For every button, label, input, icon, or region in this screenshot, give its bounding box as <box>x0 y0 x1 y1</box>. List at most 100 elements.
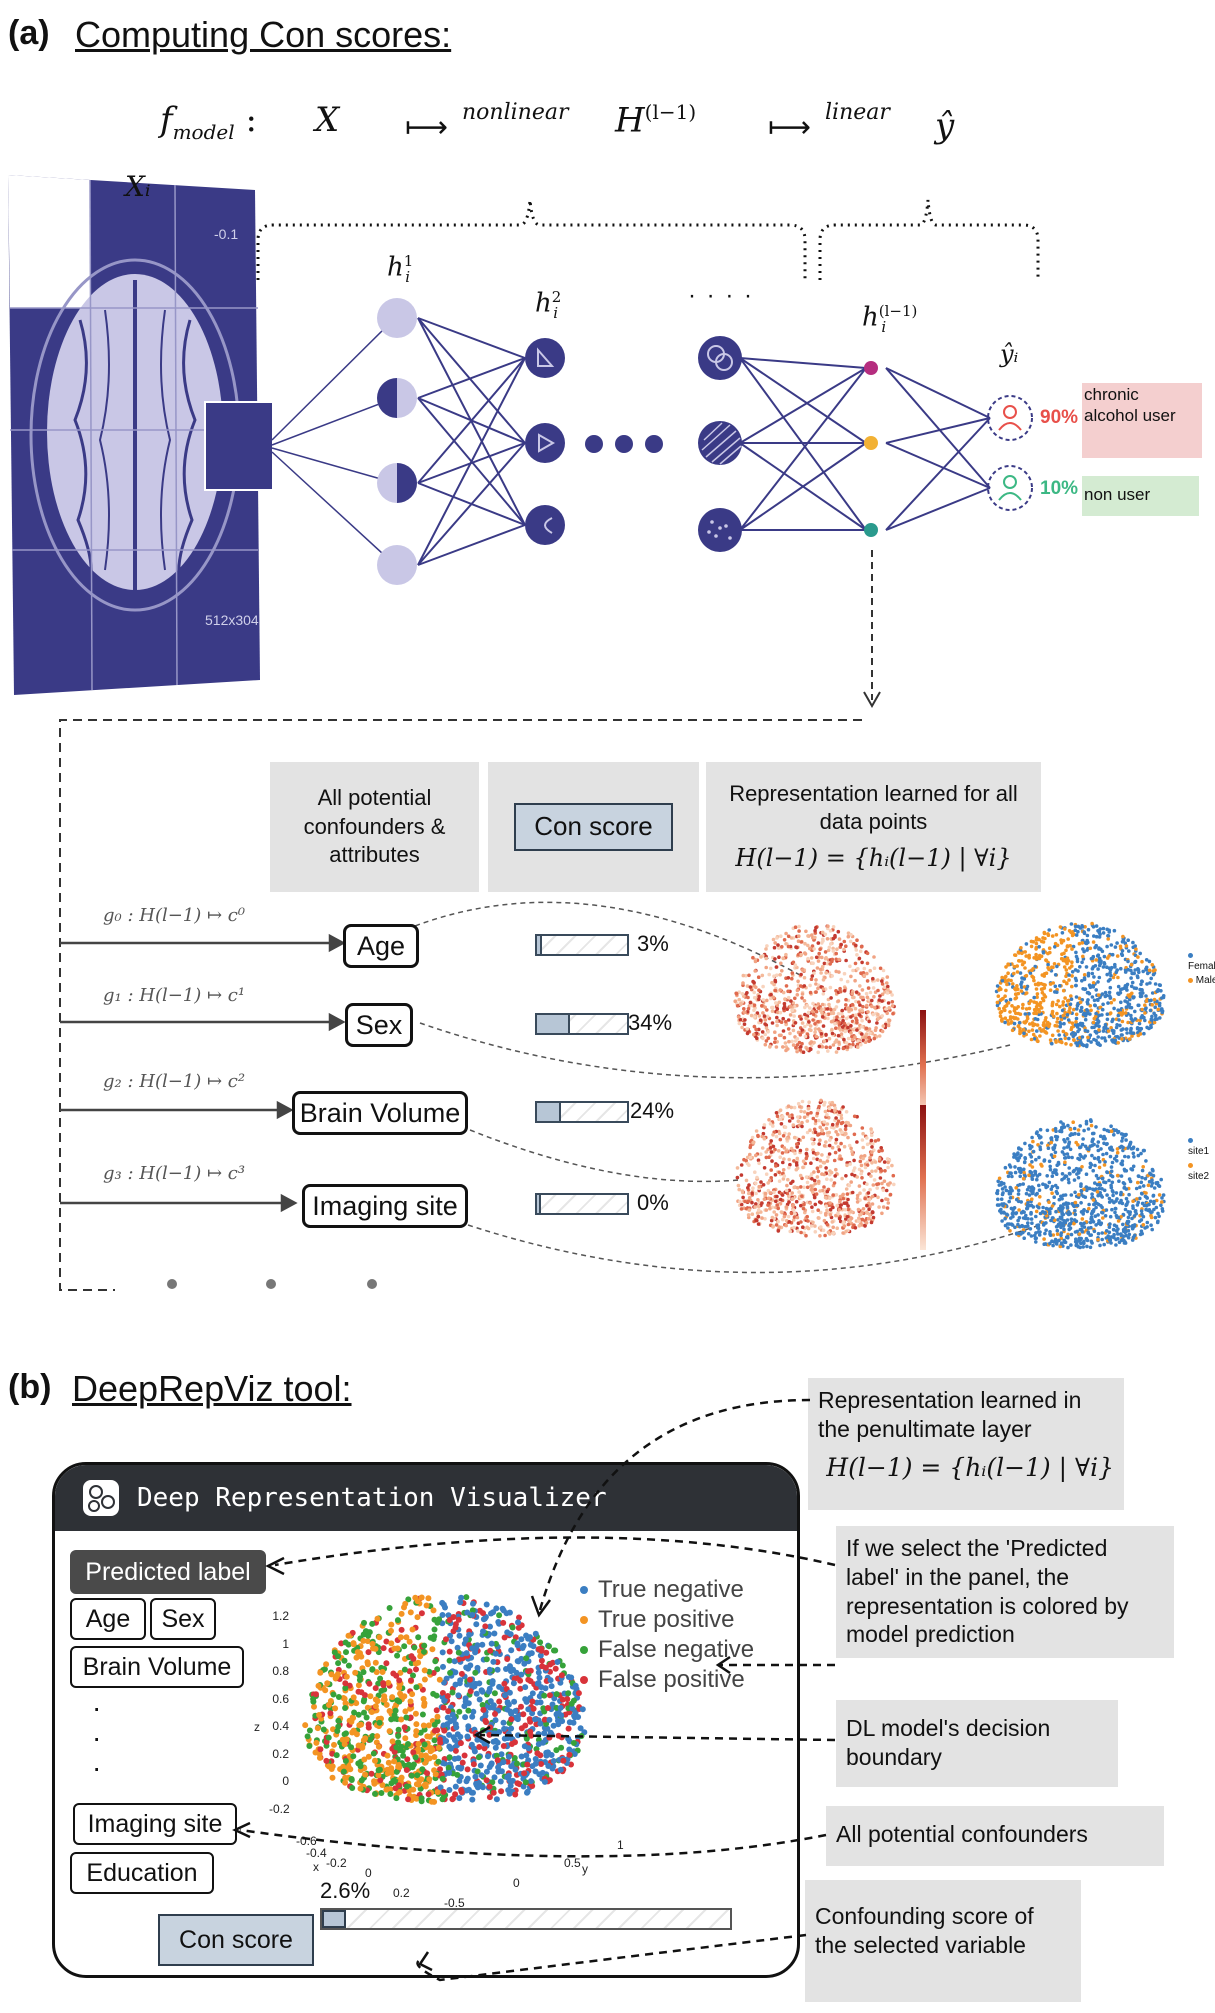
scatter-point <box>1021 1182 1025 1186</box>
sidebar-item-predicted-label[interactable]: Predicted label <box>70 1550 266 1594</box>
scatter-point <box>413 1781 420 1788</box>
scatter-point <box>1034 1240 1038 1244</box>
sidebar-item-imaging-site[interactable]: Imaging site <box>73 1803 237 1845</box>
scatter-point <box>828 929 833 933</box>
scatter-point <box>813 928 817 933</box>
scatter-point <box>1096 1018 1100 1023</box>
scatter-point <box>402 1708 409 1715</box>
scatter-point <box>1038 1127 1043 1132</box>
scatter-point <box>784 1149 788 1154</box>
scatter-point <box>394 1697 401 1704</box>
scatter-point <box>1024 954 1028 958</box>
row-age-score: 3% <box>637 931 669 956</box>
scatter-point <box>1152 1020 1157 1025</box>
scatter-point <box>827 945 832 950</box>
scatter-point <box>343 1649 349 1656</box>
scatter-point <box>470 1789 476 1796</box>
scatter-point <box>865 979 870 983</box>
scatter-point <box>1034 952 1038 957</box>
scatter-point <box>482 1623 489 1630</box>
scatter-point <box>761 1011 765 1015</box>
scatter-point <box>1026 1232 1031 1236</box>
scatter-point <box>1028 971 1033 975</box>
scatter-point <box>849 932 853 937</box>
sidebar-item-brain-volume[interactable]: Brain Volume <box>70 1646 244 1688</box>
scatter-point <box>1074 1140 1078 1145</box>
scatter-point <box>759 955 763 959</box>
scatter-point <box>739 1207 744 1211</box>
scatter-point <box>863 1035 868 1040</box>
scatter-point <box>1018 1182 1022 1187</box>
scatter-point <box>809 1188 814 1192</box>
scatter-point <box>1034 938 1039 942</box>
scatter-point <box>1088 1245 1093 1250</box>
scatter-point <box>856 967 860 971</box>
scatter-point <box>1131 1204 1135 1208</box>
scatter-point <box>398 1610 405 1617</box>
scatter-point <box>1153 982 1158 986</box>
scatter-point <box>1073 924 1078 929</box>
sidebar-item-education[interactable]: Education <box>70 1852 214 1894</box>
scatter-point <box>1065 1013 1070 1017</box>
scatter-point <box>817 1216 821 1220</box>
scatter-point <box>1031 1205 1036 1209</box>
scatter-point <box>768 1191 773 1195</box>
scatter-point <box>803 1034 808 1039</box>
scatter-point <box>1100 992 1105 996</box>
scatter-point <box>514 1780 521 1787</box>
scatter-point <box>1086 1038 1091 1043</box>
scatter-point <box>453 1724 460 1731</box>
scatter-point <box>870 1210 875 1214</box>
app-logo-icon[interactable] <box>83 1480 119 1516</box>
scatter-point <box>820 964 825 969</box>
scatter-point <box>859 1163 864 1168</box>
scatter-point <box>1060 1197 1064 1201</box>
tool-scatter-3d[interactable] <box>250 1590 640 1870</box>
scatter-point <box>1065 1137 1070 1141</box>
scatter-point <box>865 1203 869 1208</box>
scatter-point <box>857 1216 861 1220</box>
scatter-point <box>803 941 807 946</box>
scatter-point <box>1061 1003 1065 1007</box>
scatter-point <box>1110 1148 1115 1152</box>
scatter-point <box>1131 940 1135 945</box>
scatter-point <box>540 1705 547 1712</box>
scatter-point <box>1145 982 1149 986</box>
scatter-point <box>890 1163 894 1168</box>
scatter-point <box>491 1774 498 1781</box>
scatter-point <box>846 1036 851 1041</box>
sidebar-item-age[interactable]: Age <box>70 1598 146 1640</box>
scatter-point <box>1063 1220 1068 1225</box>
scatter-point <box>773 941 777 945</box>
scatter-point <box>796 1115 800 1119</box>
scatter-point <box>737 1021 742 1026</box>
scatter-point <box>842 971 847 976</box>
scatter-point <box>1090 1153 1094 1158</box>
scatter-point <box>543 1752 550 1759</box>
scatter-point <box>793 1151 797 1156</box>
scatter-point <box>1010 1188 1014 1193</box>
scatter-point <box>1079 1189 1084 1193</box>
scatter-point <box>840 1008 845 1013</box>
scatter-point <box>1019 1200 1023 1204</box>
scatter-point <box>454 1644 461 1651</box>
scatter-point <box>822 1039 826 1043</box>
scatter-point <box>1138 1018 1142 1023</box>
sidebar-item-sex[interactable]: Sex <box>150 1598 216 1640</box>
scatter-point <box>834 1026 838 1030</box>
scatter-point <box>1014 1186 1018 1190</box>
scatter-point <box>1063 1036 1068 1041</box>
scatter-point <box>1082 949 1086 954</box>
scatter-point <box>1066 1123 1070 1128</box>
scatter-point <box>1069 1232 1074 1237</box>
scatter-point <box>872 1178 877 1182</box>
scatter-point <box>1016 950 1021 954</box>
scatter-point <box>1003 1020 1007 1025</box>
scatter-point <box>860 1126 865 1130</box>
scatter-point <box>491 1630 498 1637</box>
scatter-point <box>779 1020 784 1024</box>
scatter-point <box>824 1211 828 1216</box>
scatter-point <box>739 1173 744 1177</box>
scatter-point <box>1118 1008 1123 1013</box>
scatter-point <box>1090 995 1095 999</box>
